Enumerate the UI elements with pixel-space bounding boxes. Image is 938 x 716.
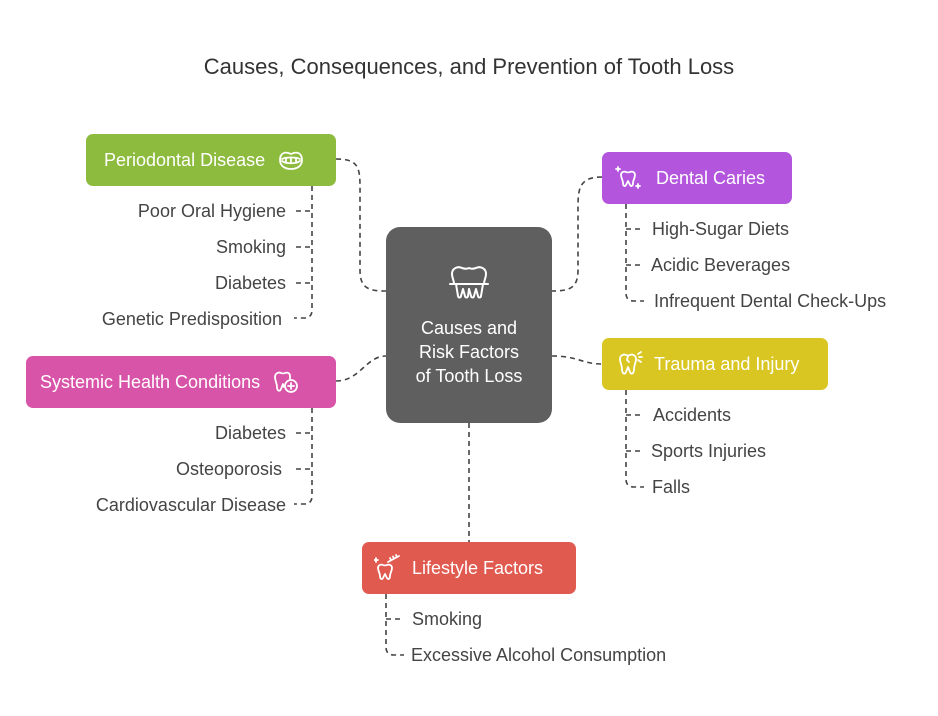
list-item: Osteoporosis <box>175 459 282 479</box>
branch-label: Lifestyle Factors <box>412 557 544 578</box>
branch-label: Trauma and Injury <box>654 353 800 374</box>
trunk-periodontal <box>294 186 313 319</box>
branch-periodontal-disease: Periodontal Disease <box>86 134 336 186</box>
toothbrush-tooth-icon <box>374 554 402 582</box>
connector-periodontal <box>335 158 387 292</box>
trunk-caries <box>625 204 644 302</box>
connector-systemic <box>335 355 387 382</box>
list-item: Poor Oral Hygiene <box>137 201 286 221</box>
list-item: Smoking <box>412 609 483 629</box>
mouth-icon <box>277 146 305 174</box>
center-label: Causes and Risk Factors of Tooth Loss <box>415 318 523 386</box>
list-item: Falls <box>652 477 691 497</box>
sparkle-tooth-icon <box>614 164 642 192</box>
branch-label: Dental Caries <box>656 167 766 188</box>
trunk-trauma <box>625 390 644 488</box>
list-item: Acidic Beverages <box>651 255 791 275</box>
branch-systemic-health-conditions: Systemic Health Conditions <box>26 356 336 408</box>
tooth-medical-icon <box>272 368 300 396</box>
list-item: High-Sugar Diets <box>652 219 790 239</box>
list-item: Smoking <box>215 237 286 257</box>
list-item: Infrequent Dental Check-Ups <box>654 291 887 311</box>
branch-lifestyle-factors: Lifestyle Factors <box>362 542 576 594</box>
list-item: Cardiovascular Disease <box>95 495 286 515</box>
trunk-systemic <box>294 408 313 505</box>
teeth-icon <box>446 262 492 302</box>
branch-label: Periodontal Disease <box>104 149 266 170</box>
list-item: Diabetes <box>214 273 286 293</box>
branch-dental-caries: Dental Caries <box>602 152 792 204</box>
list-item: Accidents <box>653 405 732 425</box>
branch-trauma-and-injury: Trauma and Injury <box>602 338 828 390</box>
branch-label: Systemic Health Conditions <box>40 371 261 392</box>
list-item: Diabetes <box>214 423 286 443</box>
connector-trauma <box>551 355 603 365</box>
list-item: Sports Injuries <box>651 441 767 461</box>
tooth-crack-icon <box>616 350 644 378</box>
trunk-lifestyle <box>385 594 404 656</box>
center-node: Causes and Risk Factors of Tooth Loss <box>386 227 552 423</box>
list-item: Excessive Alcohol Consumption <box>411 645 667 665</box>
connector-caries <box>551 176 603 292</box>
list-item: Genetic Predisposition <box>101 309 282 329</box>
diagram-title: Causes, Consequences, and Prevention of … <box>203 54 735 79</box>
